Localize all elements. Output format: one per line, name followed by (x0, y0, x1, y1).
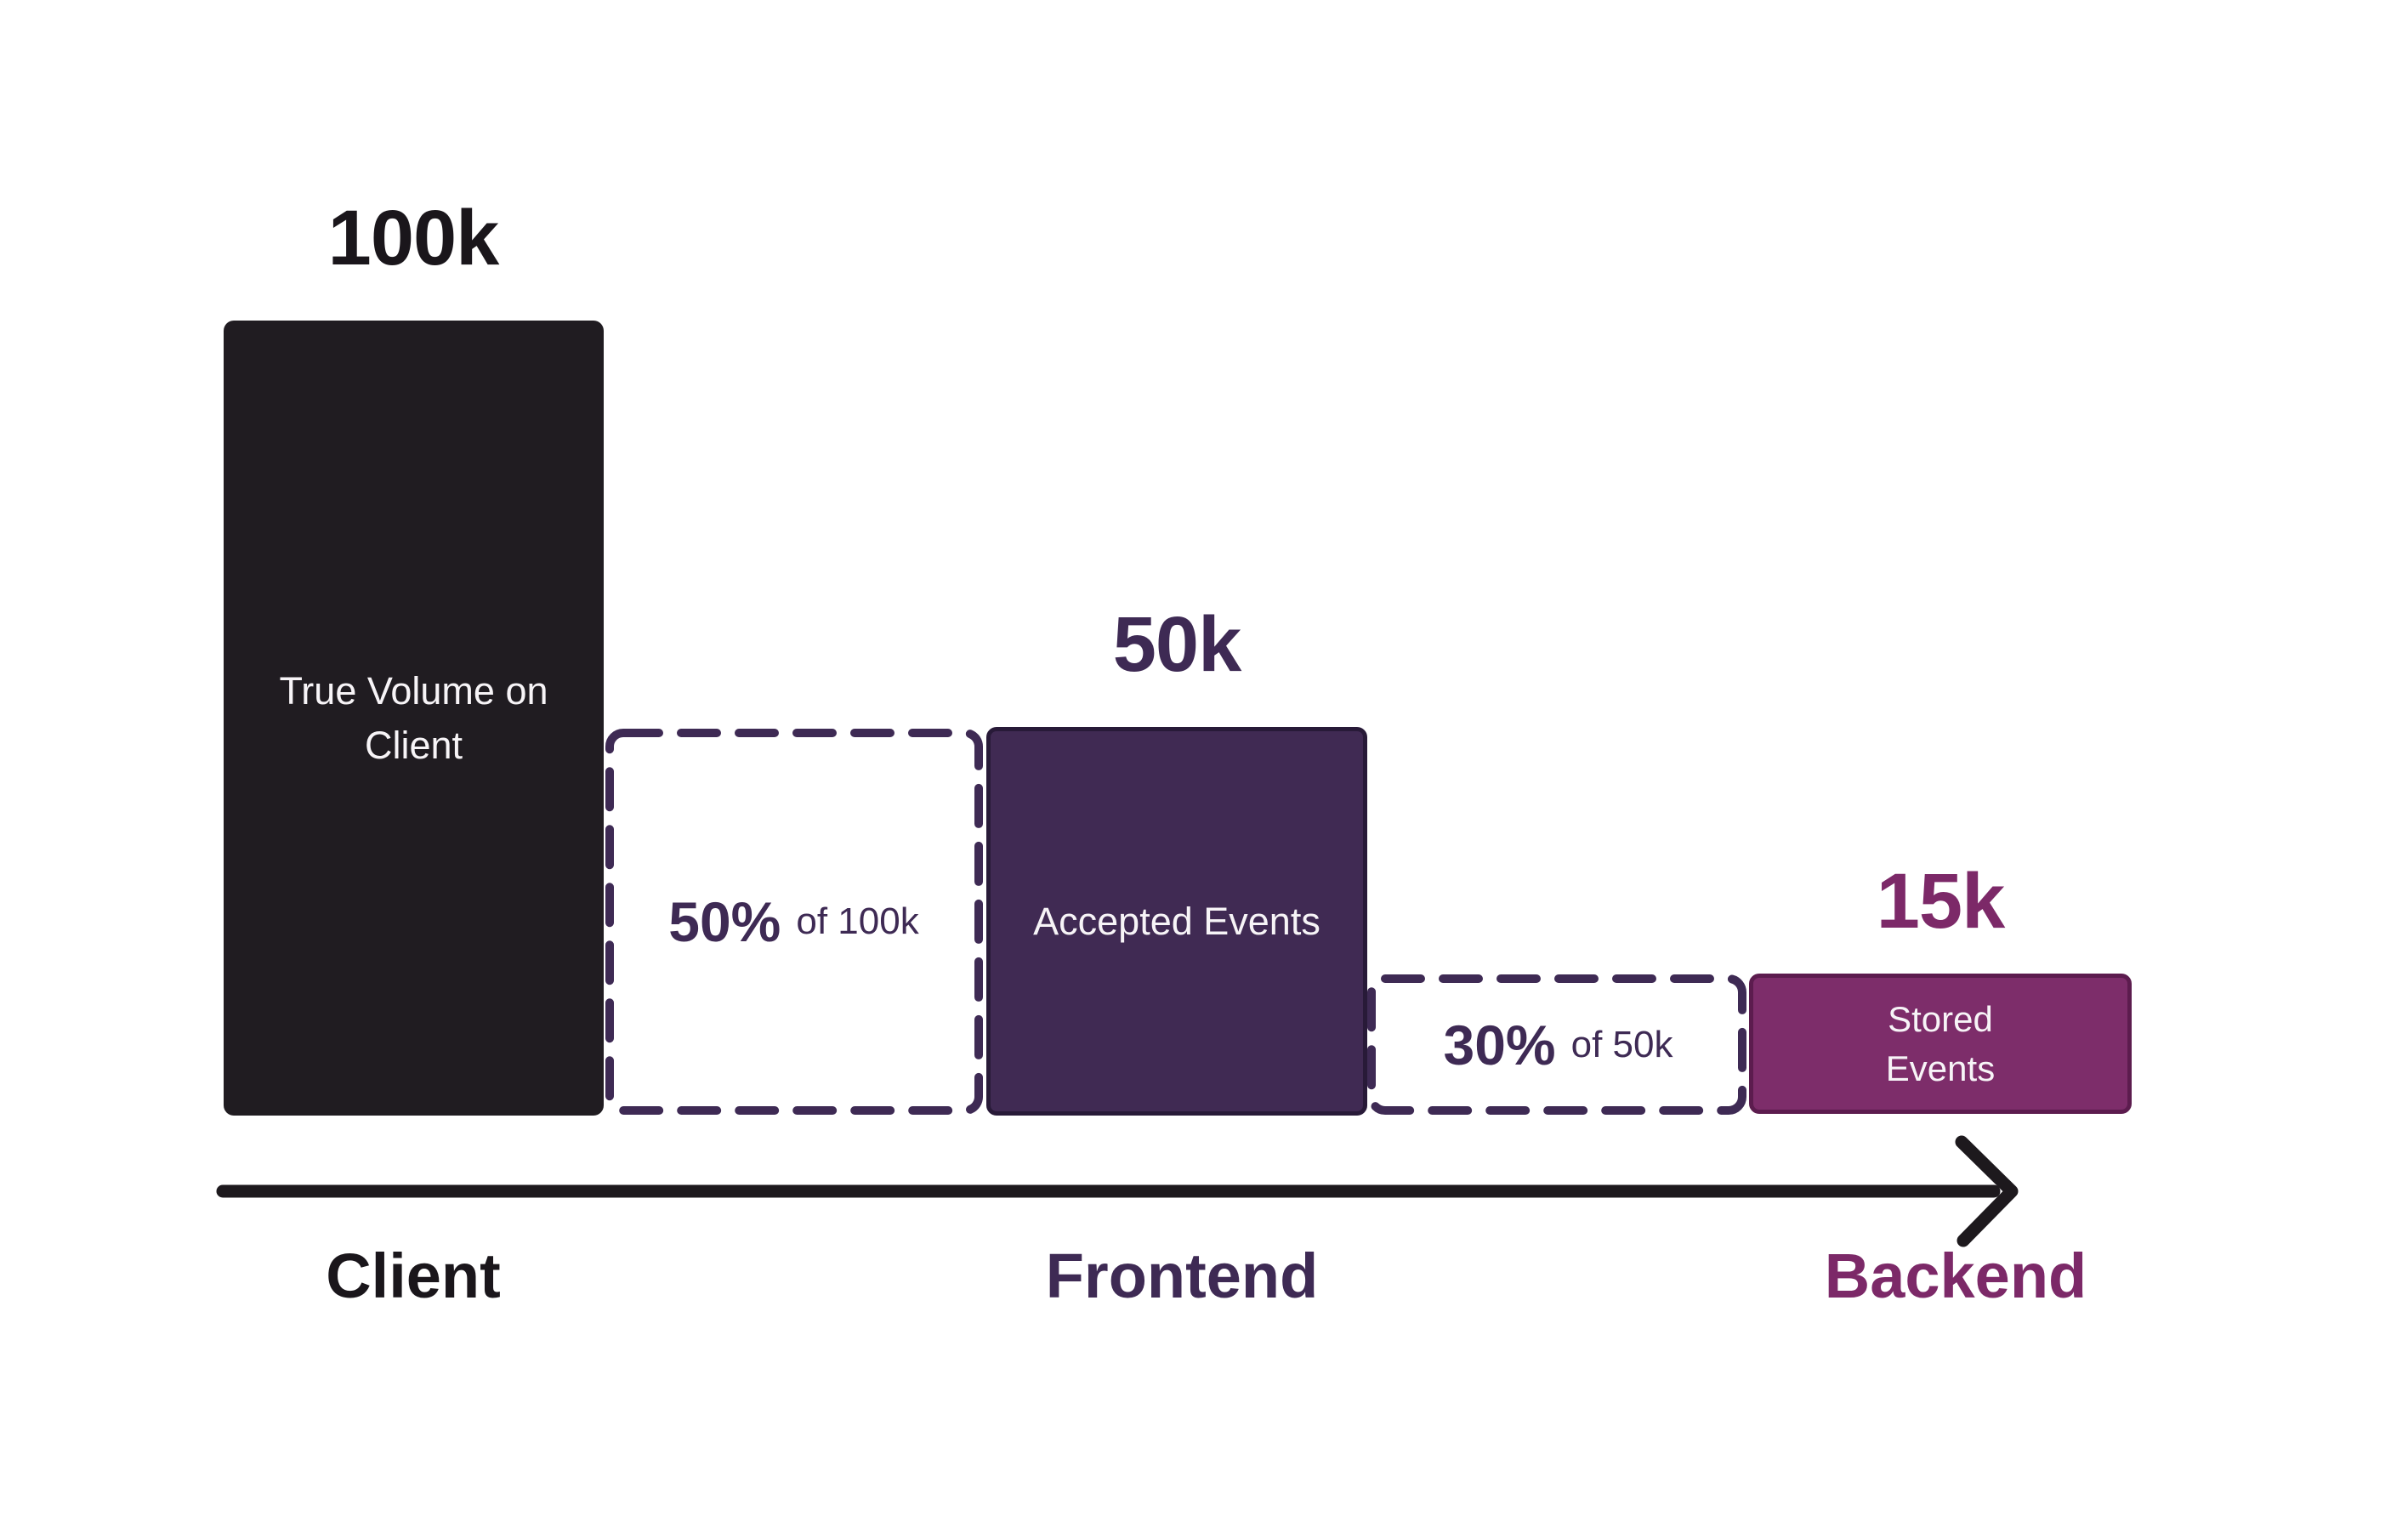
value-label-client: 100k (327, 195, 500, 281)
axis-label-client: Client (326, 1241, 501, 1311)
value-label-backend: 15k (1876, 858, 2005, 945)
dropped-events-backend-dashed-box (1367, 974, 1746, 1115)
axis-label-backend: Backend (1824, 1241, 2087, 1311)
stored-events-bar-label-line2: Events (1885, 1048, 1996, 1088)
backend-drop-annotation: 30% of 50k (1369, 975, 1747, 1114)
accepted-events-bar-label: Accepted Events (1033, 899, 1320, 943)
frontend-drop-annotation: 50% of 100k (605, 729, 982, 1114)
stored-events-bar-label-line1: Stored (1888, 998, 1993, 1039)
dropped-events-frontend-dashed-box (605, 729, 983, 1115)
backend-drop-basis: of 50k (1570, 1023, 1673, 1065)
stored-events-bar: Stored Events (1749, 974, 2132, 1114)
true-volume-bar: True Volume on Client (224, 321, 604, 1116)
accepted-events-bar: Accepted Events (986, 727, 1367, 1116)
true-volume-bar-label-line2: Client (364, 723, 463, 767)
flow-axis-arrowhead-icon (1955, 1135, 2019, 1247)
true-volume-bar-label-line1: True Volume on (279, 668, 548, 713)
axis-label-frontend: Frontend (1045, 1241, 1319, 1311)
backend-drop-percent: 30% (1443, 1013, 1556, 1076)
value-label-frontend: 50k (1112, 601, 1241, 688)
frontend-drop-percent: 50% (668, 889, 781, 953)
frontend-drop-basis: of 100k (796, 900, 919, 942)
